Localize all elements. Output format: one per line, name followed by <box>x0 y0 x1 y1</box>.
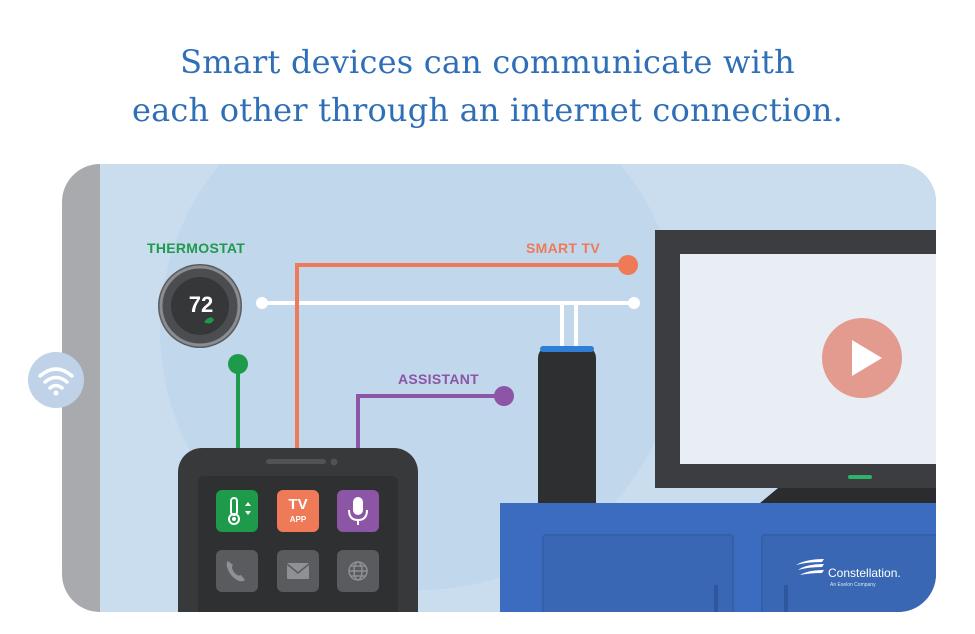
smartphone-device <box>178 448 418 612</box>
headline: Smart devices can communicate with each … <box>0 38 975 134</box>
smart-tv-device <box>655 230 936 503</box>
network-node-left <box>256 297 268 309</box>
constellation-logo-icon <box>796 559 824 575</box>
smart-tv-connection-line <box>295 263 628 486</box>
smart-speaker-device <box>538 346 596 516</box>
thermostat-temperature: 72 <box>188 292 214 317</box>
headline-line-2: each other through an internet connectio… <box>132 91 843 129</box>
microphone-icon <box>348 497 368 525</box>
headline-line-1: Smart devices can communicate with <box>180 43 795 81</box>
phone-icon <box>226 561 245 582</box>
assistant-app-icon[interactable] <box>337 490 379 532</box>
tv-cabinet <box>500 503 936 612</box>
tv-app-label: TV <box>288 496 308 513</box>
brand-tagline: An Exelon Company <box>830 582 876 588</box>
thermometer-icon <box>228 497 251 525</box>
mail-app-icon[interactable] <box>277 550 319 592</box>
tv-app-sublabel: APP <box>289 515 307 524</box>
thermostat-app-icon[interactable] <box>216 490 258 532</box>
browser-app-icon[interactable] <box>337 550 379 592</box>
brand-name: Constellation. <box>828 566 901 580</box>
thermostat-device <box>158 264 242 348</box>
mail-icon <box>286 563 310 579</box>
network-node-right <box>628 297 640 309</box>
tv-app-icon[interactable] <box>277 490 319 532</box>
assistant-label: ASSISTANT <box>398 371 479 387</box>
globe-icon <box>348 561 368 581</box>
thermostat-node <box>228 354 248 374</box>
leaf-icon <box>204 317 214 324</box>
smart-tv-node <box>618 255 638 275</box>
wifi-icon <box>38 367 74 390</box>
play-icon <box>852 340 882 376</box>
thermostat-label: THERMOSTAT <box>147 240 246 256</box>
phone-app-icon[interactable] <box>216 550 258 592</box>
assistant-node <box>494 386 514 406</box>
wifi-router <box>28 352 84 408</box>
smart-tv-label: SMART TV <box>526 240 600 256</box>
